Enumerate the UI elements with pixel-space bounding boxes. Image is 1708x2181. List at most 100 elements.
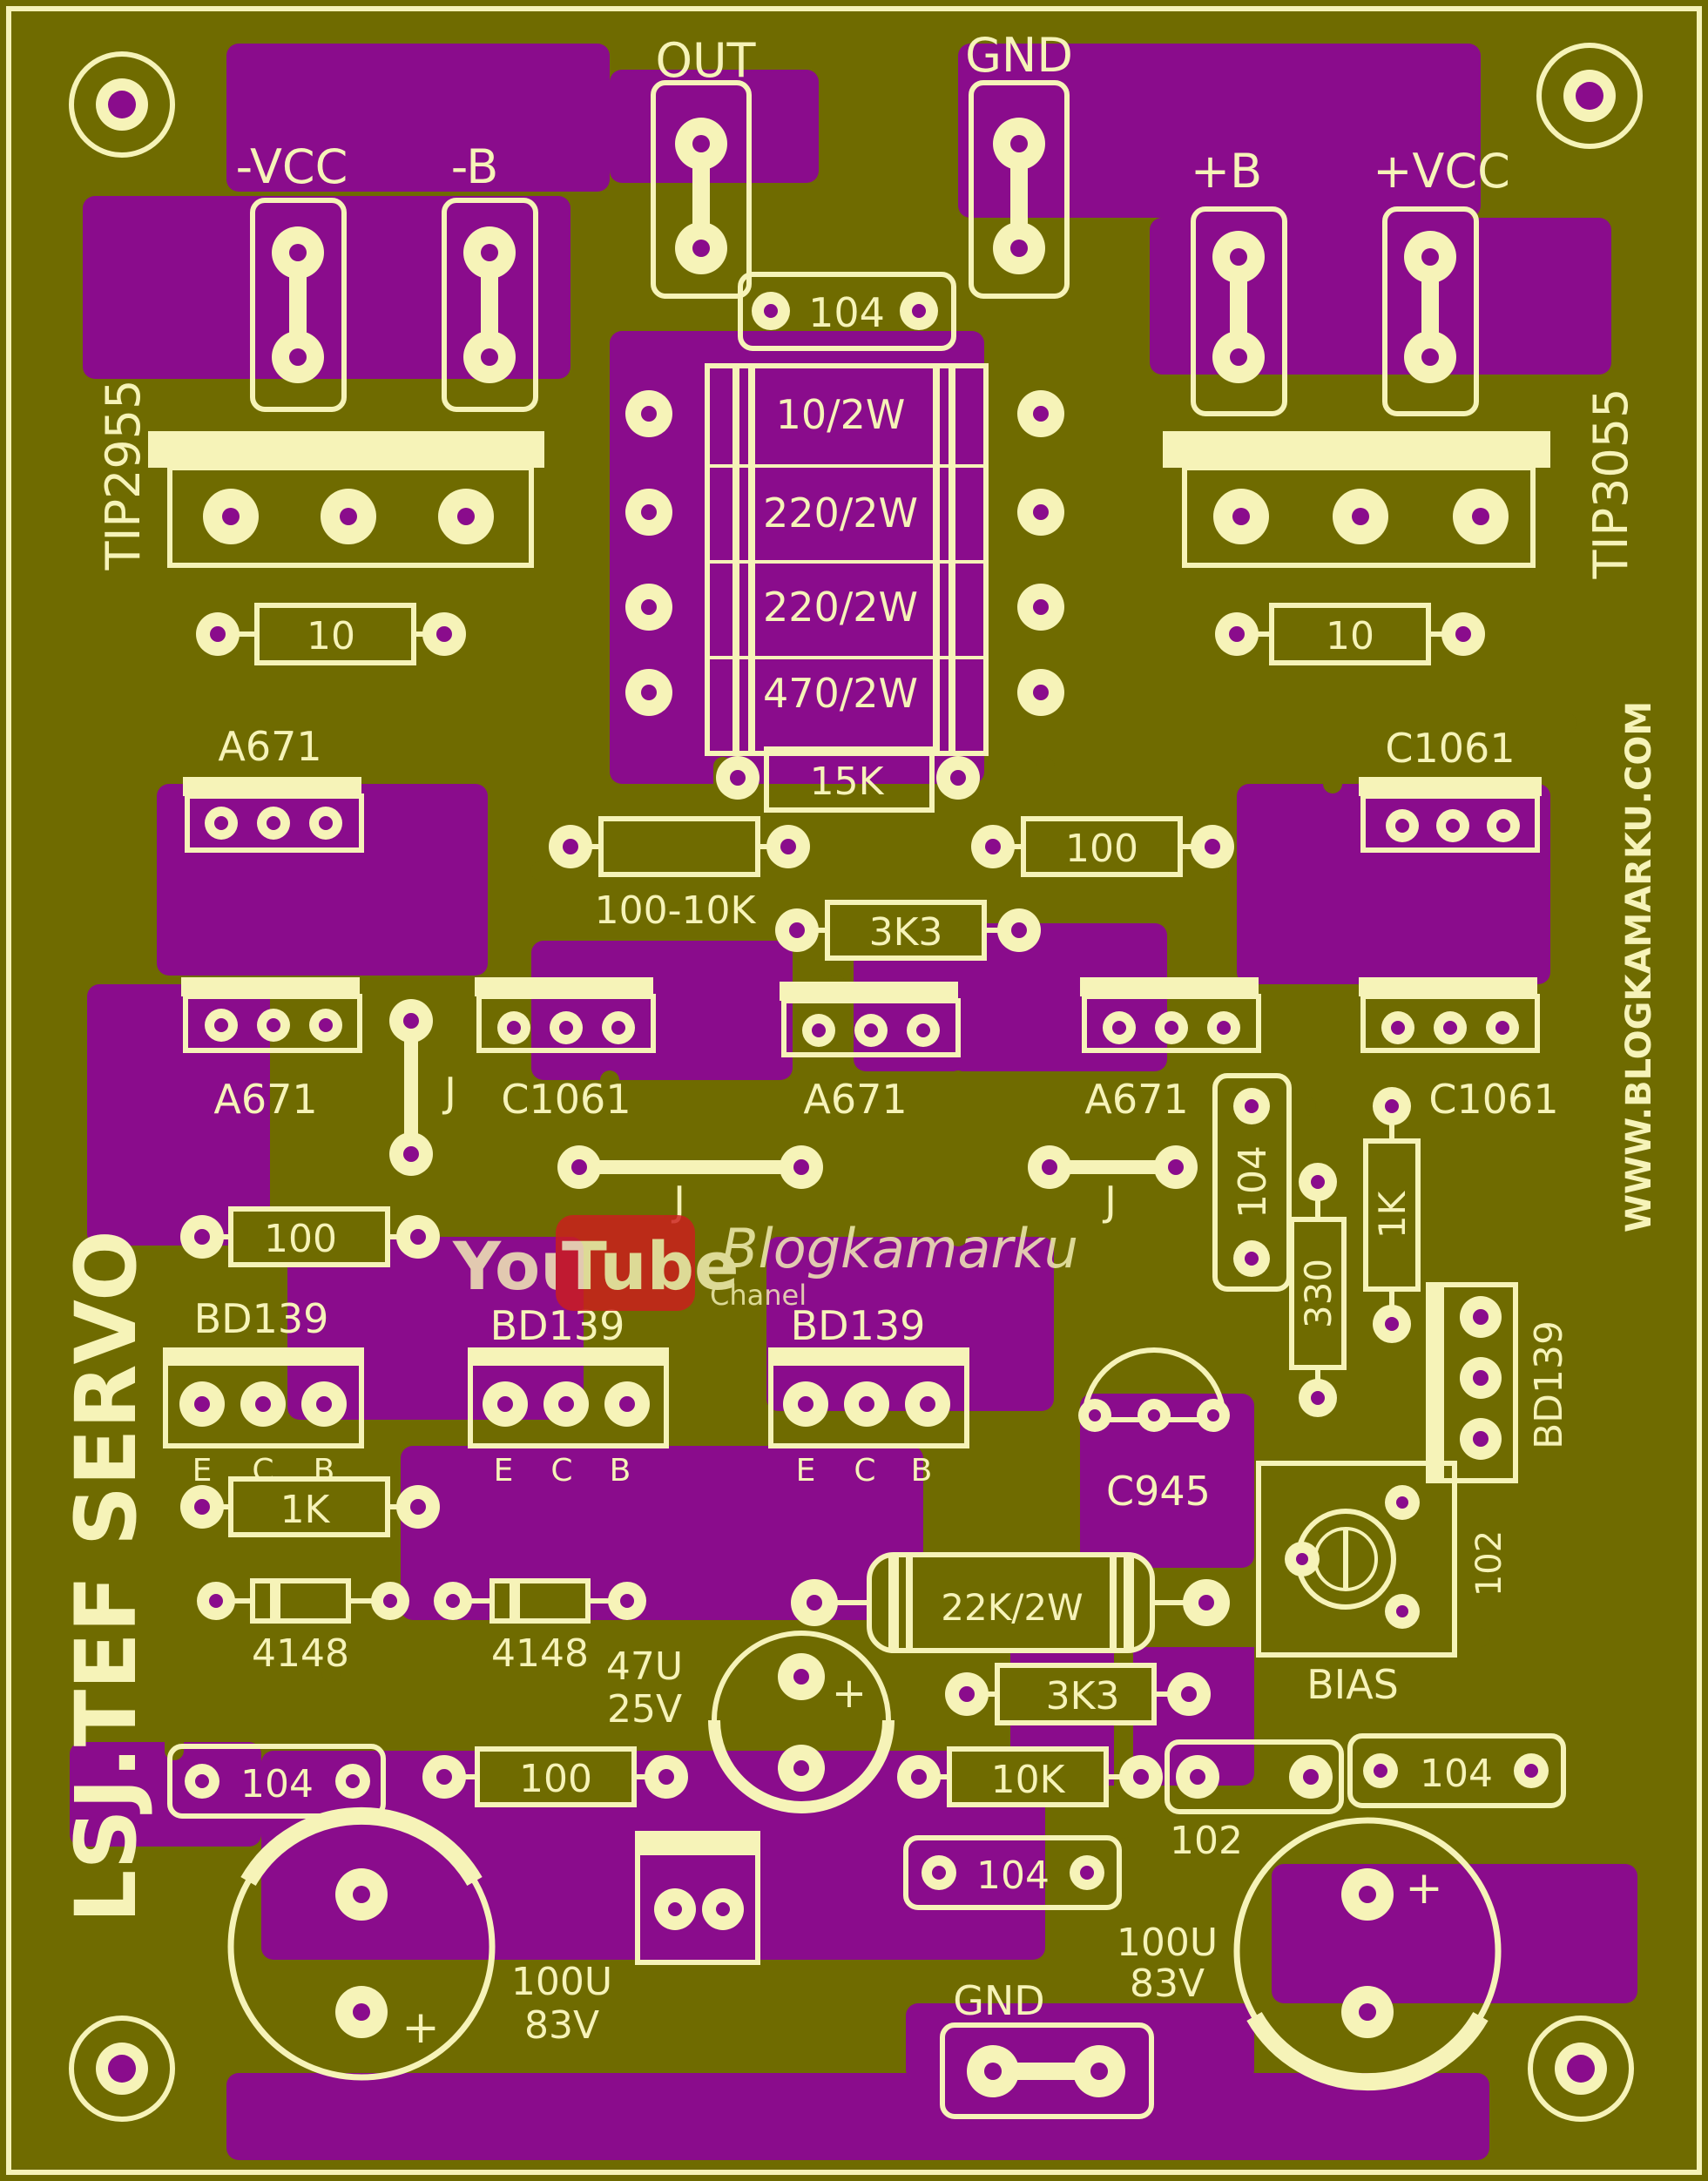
diode-4148-2: 4148 xyxy=(434,1578,646,1676)
resistor-100-bottom: 100 xyxy=(422,1746,688,1807)
label-15k: 15K xyxy=(810,760,885,804)
label-100-10k: 100-10K xyxy=(595,888,757,933)
transistor-a671-1: A671 xyxy=(183,723,364,853)
capacitor-104-br: 104 xyxy=(1347,1733,1566,1808)
label-100u-right-plus: + xyxy=(1405,1862,1443,1914)
capacitor-102-bottom: 102 xyxy=(1165,1739,1344,1863)
transistor-tip2955: TIP2955 xyxy=(96,380,544,571)
label-104-top: 104 xyxy=(808,289,885,336)
label-10-2w: 10/2W xyxy=(776,391,906,438)
label-10-right: 10 xyxy=(1326,614,1374,658)
label-100u-left-plus: + xyxy=(402,2002,440,2054)
label-a671-1: A671 xyxy=(218,723,321,770)
mount-hole-tl xyxy=(69,51,175,158)
label-a671-3: A671 xyxy=(803,1076,907,1123)
label-bd139-1: BD139 xyxy=(194,1295,329,1342)
label-gnd-top: GND xyxy=(965,28,1073,83)
jumper-2: J xyxy=(557,1145,823,1225)
label-100-bottom: 100 xyxy=(519,1757,592,1801)
label-1k-left: 1K xyxy=(280,1488,331,1532)
capacitor-100u-right: + 100U 83V xyxy=(1117,1817,1502,2091)
label-10-left: 10 xyxy=(307,614,355,658)
label-bd139-3: BD139 xyxy=(791,1302,926,1349)
label-104-vertical: 104 xyxy=(1231,1145,1275,1219)
transistor-c1061-1: C1061 xyxy=(1359,725,1542,853)
pin-e-3: E xyxy=(796,1453,816,1489)
label-220-2w-a: 220/2W xyxy=(763,490,918,537)
connector-neg-vcc: -VCC xyxy=(236,139,348,412)
label-25v: 25V xyxy=(607,1687,682,1732)
watermark-channel: Blogkamarku xyxy=(721,1217,1078,1280)
label-1k-right: 1K xyxy=(1371,1190,1414,1239)
connector-pos-vcc: +VCC xyxy=(1373,144,1510,416)
pin-b-3: B xyxy=(911,1453,933,1489)
resistor-3k3-bottom: 3K3 xyxy=(945,1663,1211,1725)
capacitor-104-vertical: 104 xyxy=(1212,1073,1292,1292)
label-104-bl: 104 xyxy=(240,1762,314,1806)
mount-hole-bl xyxy=(69,2016,175,2122)
resistor-3k3-mid: 3K3 xyxy=(775,900,1041,961)
label-330: 330 xyxy=(1297,1259,1340,1328)
label-102-bottom: 102 xyxy=(1170,1819,1243,1863)
connector-gnd-top: GND xyxy=(965,28,1073,299)
label-trimpot-102: 102 xyxy=(1469,1530,1509,1597)
label-tip3055: TIP3055 xyxy=(1583,388,1638,580)
label-jumper-3: J xyxy=(1102,1178,1117,1225)
connector-neg-b: -B xyxy=(442,139,538,412)
transistor-bd139-1: BD139 E C B xyxy=(163,1295,364,1489)
label-tip2955: TIP2955 xyxy=(96,380,151,571)
connector-out: OUT xyxy=(651,33,757,299)
resistor-330: 330 xyxy=(1289,1163,1347,1417)
label-104-br: 104 xyxy=(1420,1752,1493,1796)
transistor-a671-2: A671 xyxy=(181,977,362,1123)
mount-hole-br xyxy=(1528,2016,1634,2122)
label-neg-b: -B xyxy=(451,139,499,194)
label-a671-4: A671 xyxy=(1084,1076,1188,1123)
label-4148-2: 4148 xyxy=(491,1631,589,1676)
label-100-left: 100 xyxy=(264,1217,337,1261)
label-bd139-4: BD139 xyxy=(1527,1320,1571,1449)
pad-row xyxy=(625,390,1064,716)
label-gnd-bottom: GND xyxy=(953,1977,1044,2024)
label-c1061-2: C1061 xyxy=(501,1076,631,1123)
label-c1061-3: C1061 xyxy=(1428,1076,1558,1123)
label-3k3-bottom: 3K3 xyxy=(1046,1674,1120,1718)
label-bias: BIAS xyxy=(1306,1661,1399,1708)
label-neg-vcc: -VCC xyxy=(236,139,348,194)
transistor-c1061-3: C1061 xyxy=(1359,977,1559,1123)
resistor-10-right: 10 xyxy=(1215,603,1485,665)
board-outline xyxy=(6,6,1702,2175)
transistor-c945: C945 xyxy=(1078,1347,1230,1515)
resistor-100-10k: 100-10K xyxy=(549,816,810,933)
label-jumper-1: J xyxy=(442,1069,456,1116)
label-100-mid: 100 xyxy=(1065,827,1138,871)
label-83v-right: 83V xyxy=(1130,1962,1205,2006)
connector-gnd-bottom: GND xyxy=(940,1977,1154,2119)
label-104-bc: 104 xyxy=(976,1854,1050,1898)
pin-c-2: C xyxy=(550,1453,572,1489)
transistor-bd139-4: BD139 xyxy=(1426,1282,1571,1483)
pin-e-1: E xyxy=(192,1453,213,1489)
label-out: OUT xyxy=(655,33,756,88)
transistor-a671-4: A671 xyxy=(1080,977,1261,1123)
label-3k3-mid: 3K3 xyxy=(869,910,943,955)
pin-c-3: C xyxy=(854,1453,875,1489)
label-47u: 47U xyxy=(606,1644,683,1689)
resistor-22k-2w: 22K/2W xyxy=(791,1552,1230,1653)
jumper-3: J xyxy=(1028,1145,1198,1225)
mounting-holes xyxy=(69,43,1643,2122)
transistor-bd139-3: BD139 E C B xyxy=(768,1302,969,1489)
diode-4148-1: 4148 xyxy=(197,1578,409,1676)
resistor-1k-left: 1K xyxy=(180,1476,440,1537)
label-470-2w: 470/2W xyxy=(763,670,918,717)
label-c1061-1: C1061 xyxy=(1385,725,1515,772)
power-resistor-stack: 10/2W 220/2W 220/2W 470/2W xyxy=(625,363,1064,756)
label-a671-2: A671 xyxy=(213,1076,317,1123)
resistor-100-left: 100 xyxy=(180,1206,440,1267)
mount-hole-tr xyxy=(1536,43,1643,149)
label-pos-vcc: +VCC xyxy=(1373,144,1510,199)
label-22k-2w: 22K/2W xyxy=(941,1586,1083,1629)
label-220-2w-b: 220/2W xyxy=(763,584,918,631)
capacitor-100u-left: + 100U 83V xyxy=(227,1806,612,2081)
